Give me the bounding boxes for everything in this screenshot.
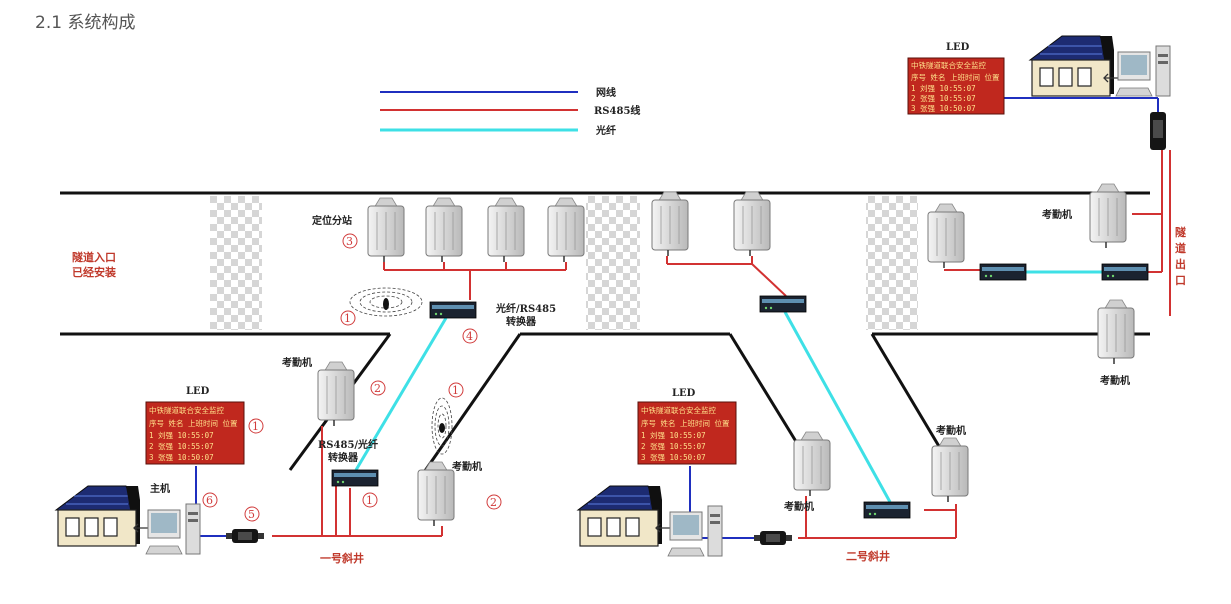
station-7 (927, 203, 965, 269)
marker-3: 3 (346, 235, 353, 248)
attendance-machine-2 (1097, 299, 1135, 365)
marker-1a: 1 (344, 312, 351, 325)
positioning-substation-label: 定位分站 (312, 214, 352, 227)
attendance-machine-1 (1089, 183, 1127, 249)
station-1 (367, 197, 405, 263)
svg-text:序号 姓名 上班时间 位置: 序号 姓名 上班时间 位置 (641, 418, 730, 428)
marker-5: 5 (248, 508, 255, 521)
attendance-label-3: 考勤机 (282, 356, 312, 369)
tunnel-exit-char-2: 道 (1175, 241, 1186, 255)
converter-rs485-fiber (331, 469, 379, 487)
led-board-shaft-one: 中铁隧道联合安全监控 序号 姓名 上班时间 位置 1 刘强 10:55:07 2… (145, 401, 245, 465)
converter-mid (759, 295, 807, 313)
converter-shaft-two (863, 501, 911, 519)
converter-right-2 (1101, 263, 1149, 281)
converter-rs485-fiber-label-2: 转换器 (328, 451, 359, 464)
station-4 (547, 197, 585, 263)
marker-7-led: 1 (252, 420, 259, 433)
converter-rs485-fiber-label-1: RS485/光纤 (318, 438, 378, 451)
marker-6: 6 (206, 494, 213, 507)
marker-1b: 1 (452, 384, 459, 397)
computer-shaft-two (667, 505, 723, 557)
station-2 (425, 197, 463, 263)
computers (145, 45, 1171, 557)
svg-text:序号 姓名 上班时间 位置: 序号 姓名 上班时间 位置 (911, 72, 1000, 82)
legend: 网线 RS485线 光纤 (380, 86, 640, 137)
legend-fiber: 光纤 (595, 124, 616, 137)
main-host-label: 主机 (150, 482, 170, 495)
attendance-label-2: 考勤机 (1100, 374, 1130, 387)
tunnel-exit-char-3: 出 (1175, 257, 1186, 271)
image-placeholders (210, 196, 918, 330)
station-3 (487, 197, 525, 263)
computer-shaft-one (145, 503, 201, 555)
station-5 (651, 191, 689, 257)
svg-text:中铁隧道联合安全监控: 中铁隧道联合安全监控 (149, 405, 224, 415)
marker-1c: 1 (366, 494, 373, 507)
serial-adapter-shaft-two (754, 531, 792, 545)
svg-text:3 张强 10:50:07: 3 张强 10:50:07 (149, 453, 214, 462)
control-house-shaft-one (55, 485, 141, 547)
tunnel-exit-char-4: 口 (1175, 274, 1186, 287)
svg-text:2 张强 10:55:07: 2 张强 10:55:07 (149, 442, 214, 451)
converter-fiber-rs485 (429, 301, 477, 319)
svg-text:2 张强 10:55:07: 2 张强 10:55:07 (911, 94, 976, 103)
tunnel-entrance-line-2: 已经安装 (72, 265, 116, 279)
converter-fiber-rs485-label-2: 转换器 (506, 315, 537, 328)
attendance-machine-5 (793, 431, 831, 497)
svg-text:2 张强 10:55:07: 2 张强 10:55:07 (641, 442, 706, 451)
led-board-exit: 中铁隧道联合安全监控 序号 姓名 上班时间 位置 1 刘强 10:55:07 2… (907, 57, 1005, 115)
svg-text:序号 姓名 上班时间 位置: 序号 姓名 上班时间 位置 (149, 418, 238, 428)
svg-text:中铁隧道联合安全监控: 中铁隧道联合安全监控 (641, 405, 716, 415)
converter-right-1 (979, 263, 1027, 281)
attendance-label-4: 考勤机 (452, 460, 482, 473)
number-markers (202, 233, 502, 522)
fiber-lines (354, 270, 1102, 503)
attendance-machine-3 (317, 361, 355, 427)
tag-icon (383, 298, 389, 310)
attendance-label-5: 考勤机 (784, 500, 814, 513)
tunnel-entrance-line-1: 隧道入口 (72, 250, 116, 264)
led-label-shaft-two: LED (672, 388, 696, 399)
converter-fiber-rs485-label-1: 光纤/RS485 (495, 302, 556, 315)
control-house-shaft-two (577, 485, 663, 547)
serial-adapters (226, 112, 1166, 545)
tag-signal-icons (349, 287, 453, 455)
led-board-shaft-two: 中铁隧道联合安全监控 序号 姓名 上班时间 位置 1 刘强 10:55:07 2… (637, 401, 737, 465)
attendance-machine-6 (931, 437, 969, 503)
attendance-machine-4 (417, 461, 455, 527)
computer-exit (1115, 45, 1171, 97)
svg-text:中铁隧道联合安全监控: 中铁隧道联合安全监控 (911, 60, 986, 70)
legend-rs485: RS485线 (594, 104, 640, 117)
arrow-icons (133, 73, 1118, 533)
control-house-exit (1029, 35, 1115, 97)
tag-icon (439, 423, 445, 433)
svg-text:1 刘强 10:55:07: 1 刘强 10:55:07 (641, 430, 706, 440)
marker-4: 4 (466, 330, 473, 343)
led-label-exit: LED (946, 42, 970, 53)
marker-2a: 2 (374, 382, 381, 395)
svg-text:1 刘强 10:55:07: 1 刘强 10:55:07 (149, 430, 214, 440)
section-heading: 2.1 系统构成 (35, 13, 136, 33)
legend-network-cable: 网线 (596, 86, 616, 99)
attendance-label-6: 考勤机 (936, 424, 966, 437)
rs485-lines (272, 150, 1171, 539)
svg-text:3 张强 10:50:07: 3 张强 10:50:07 (911, 104, 976, 113)
shaft-two-label: 二号斜井 (846, 549, 890, 563)
attendance-label-1: 考勤机 (1042, 208, 1072, 221)
marker-2b: 2 (490, 496, 497, 509)
station-6 (733, 191, 771, 257)
tunnel-exit-char-1: 隧 (1175, 225, 1186, 239)
svg-text:3 张强 10:50:07: 3 张强 10:50:07 (641, 453, 706, 462)
led-label-shaft-one: LED (186, 386, 210, 397)
serial-adapter-shaft-one (226, 529, 264, 543)
svg-text:1 刘强 10:55:07: 1 刘强 10:55:07 (911, 83, 976, 93)
shaft-one-label: 一号斜井 (320, 551, 364, 565)
